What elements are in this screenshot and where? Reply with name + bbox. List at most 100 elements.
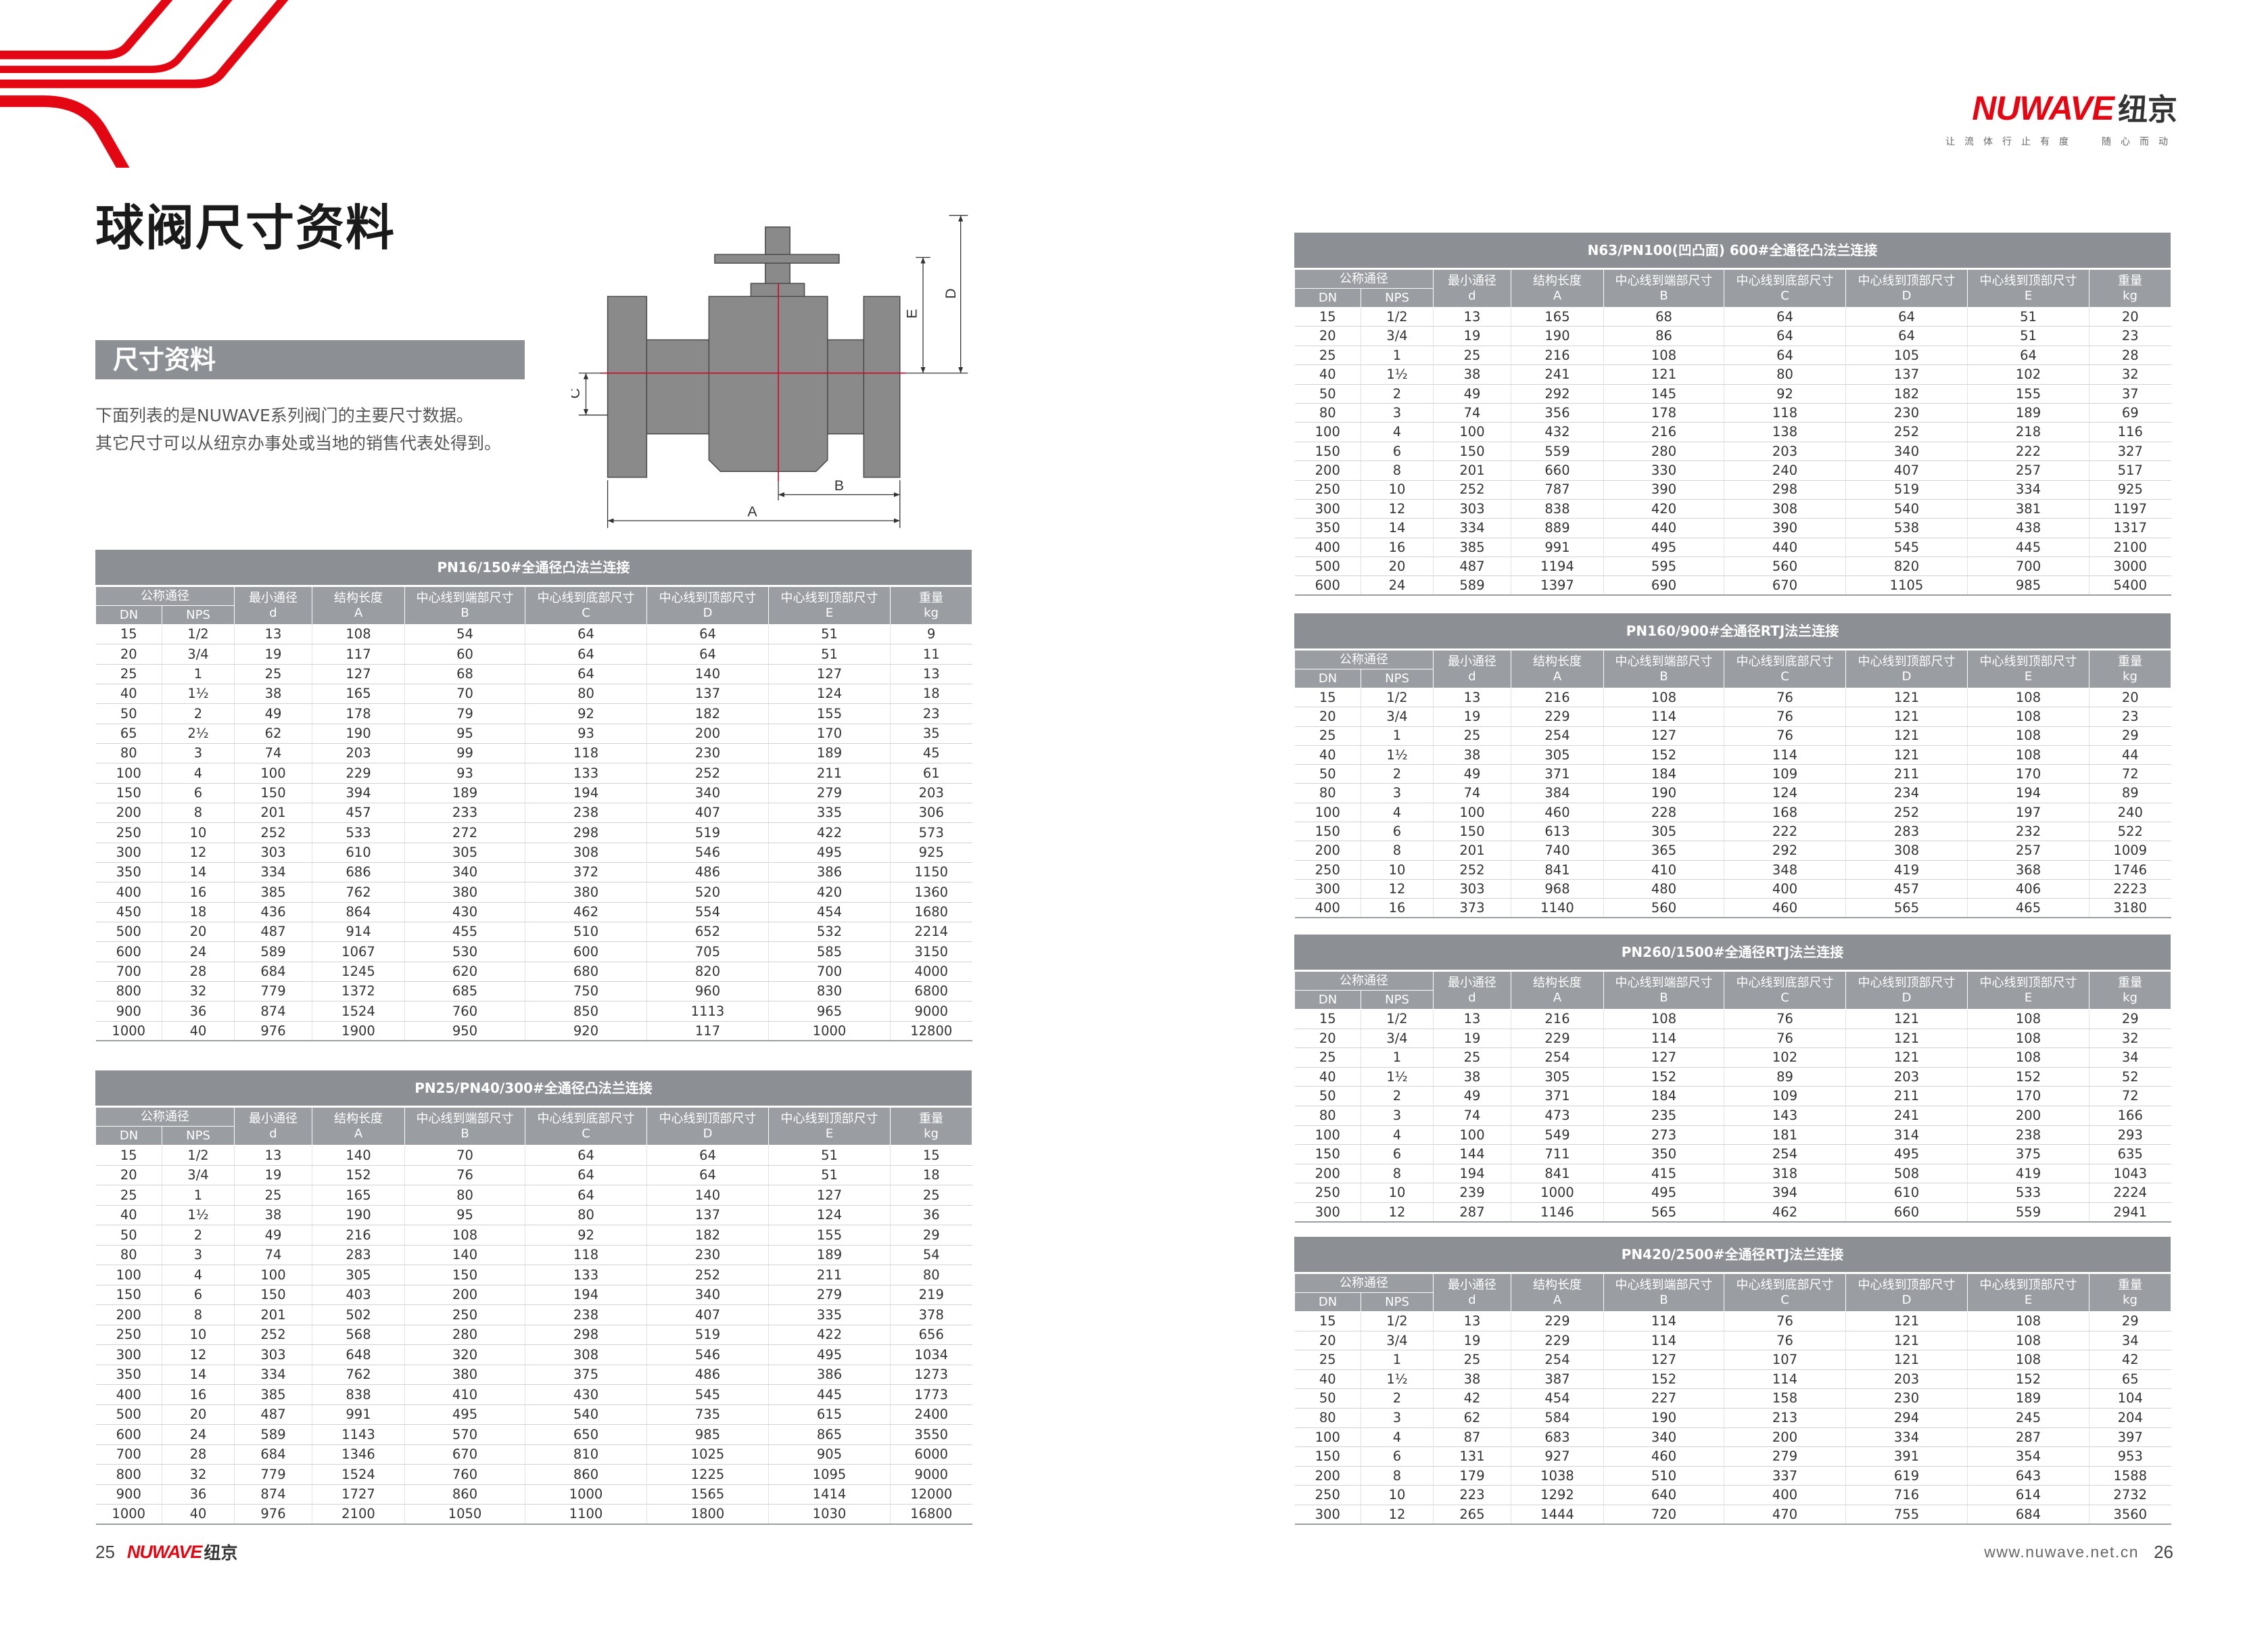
cell-weight: 1317: [2089, 518, 2171, 538]
cell-center-to-top-e: 189: [1967, 1388, 2089, 1409]
cell-center-to-end: 410: [1603, 860, 1724, 880]
cell-nps: 8: [1361, 461, 1434, 481]
cell-face-to-face: 1143: [312, 1424, 405, 1445]
cell-center-to-top-d: 340: [646, 783, 769, 803]
cell-center-to-end: 330: [1603, 461, 1724, 481]
cell-center-to-top-d: 230: [646, 743, 769, 764]
cell-dn: 200: [1294, 1466, 1361, 1486]
header-nps: NPS: [1361, 990, 1434, 1010]
cell-center-to-bottom: 1100: [525, 1504, 647, 1525]
cell-min-bore: 49: [1433, 764, 1511, 784]
cell-face-to-face: 371: [1511, 764, 1604, 784]
page-title: 球阀尺寸资料: [95, 199, 396, 256]
cell-min-bore: 13: [1433, 688, 1511, 708]
cell-center-to-top-e: 684: [1967, 1505, 2089, 1526]
cell-weight: 293: [2089, 1125, 2171, 1146]
cell-center-to-bottom: 76: [1724, 688, 1846, 708]
cell-face-to-face: 787: [1511, 480, 1604, 500]
label-b: B: [834, 477, 844, 494]
cell-dn: 40: [95, 684, 162, 705]
cell-center-to-top-d: 960: [646, 981, 769, 1002]
cell-min-bore: 252: [234, 822, 312, 843]
cell-center-to-bottom: 348: [1724, 860, 1846, 880]
header-label: 结构长度: [1533, 654, 1582, 669]
cell-weight: 12000: [890, 1484, 972, 1505]
cell-weight: 517: [2089, 461, 2171, 481]
cell-face-to-face: 229: [1511, 707, 1604, 727]
cell-weight: 1150: [890, 862, 972, 883]
cell-face-to-face: 1900: [312, 1021, 405, 1042]
cell-center-to-top-d: 283: [1845, 822, 1968, 842]
cell-center-to-end: 640: [1603, 1485, 1724, 1505]
cell-dn: 700: [95, 962, 162, 982]
valve-bonnet: [750, 283, 805, 299]
cell-dn: 80: [1294, 783, 1361, 803]
cell-center-to-top-e: 335: [768, 1304, 891, 1325]
cell-nps: 6: [1361, 822, 1434, 842]
cell-min-bore: 874: [234, 1001, 312, 1022]
cell-center-to-top-d: 1113: [646, 1001, 769, 1022]
header-label: 中心线到顶部尺寸: [780, 1111, 878, 1126]
cell-center-to-top-e: 454: [768, 902, 891, 922]
cell-nps: 16: [162, 882, 235, 903]
header-label: 结构长度: [1533, 975, 1582, 990]
cell-face-to-face: 165: [312, 1185, 405, 1206]
cell-min-bore: 334: [234, 1365, 312, 1385]
cell-nps: 4: [1361, 803, 1434, 823]
cell-center-to-end: 79: [404, 703, 525, 724]
cell-min-bore: 252: [234, 1325, 312, 1345]
cell-min-bore: 49: [234, 1225, 312, 1246]
cell-center-to-end: 685: [404, 981, 525, 1002]
cell-min-bore: 25: [234, 1185, 312, 1206]
cell-center-to-bottom: 76: [1724, 1331, 1846, 1351]
cell-center-to-top-d: 117: [646, 1021, 769, 1042]
cell-weight: 89: [2089, 783, 2171, 803]
cell-nps: 10: [162, 822, 235, 843]
cell-face-to-face: 190: [1511, 326, 1604, 346]
cell-nps: 4: [1361, 1427, 1434, 1448]
cell-dn: 200: [1294, 841, 1361, 861]
cell-nps: 1: [1361, 1047, 1434, 1068]
cell-weight: 23: [2089, 707, 2171, 727]
cell-center-to-top-e: 194: [1967, 783, 2089, 803]
cell-face-to-face: 1292: [1511, 1485, 1604, 1505]
cell-center-to-top-d: 230: [646, 1245, 769, 1265]
cell-center-to-top-d: 211: [1845, 764, 1968, 784]
cell-center-to-top-e: 108: [1967, 726, 2089, 746]
cell-center-to-top-e: 1414: [768, 1484, 891, 1505]
cell-weight: 104: [2089, 1388, 2171, 1409]
cell-min-bore: 779: [234, 981, 312, 1002]
cell-min-bore: 303: [234, 1344, 312, 1365]
cell-center-to-end: 152: [1603, 1369, 1724, 1390]
cell-center-to-bottom: 181: [1724, 1125, 1846, 1146]
cell-min-bore: 13: [1433, 1009, 1511, 1029]
cell-min-bore: 100: [234, 763, 312, 784]
cell-min-bore: 179: [1433, 1466, 1511, 1486]
cell-dn: 600: [95, 941, 162, 962]
cell-center-to-top-e: 152: [1967, 1067, 2089, 1087]
cell-center-to-top-e: 108: [1967, 707, 2089, 727]
header-symbol: kg: [2123, 990, 2137, 1005]
cell-center-to-top-e: 211: [768, 1265, 891, 1285]
cell-center-to-bottom: 64: [1724, 346, 1846, 366]
stripe: [0, 95, 130, 168]
cell-face-to-face: 241: [1511, 364, 1604, 385]
cell-center-to-top-d: 419: [1845, 860, 1968, 880]
cell-min-bore: 487: [1433, 557, 1511, 577]
